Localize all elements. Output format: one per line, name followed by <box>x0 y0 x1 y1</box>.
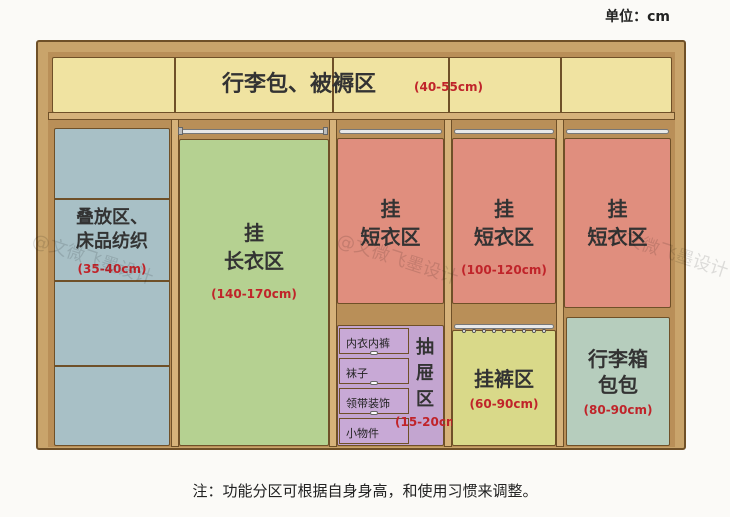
drawer-1[interactable]: 内衣内裤 <box>339 328 409 354</box>
divider-2 <box>329 110 337 447</box>
zone-long-title-1: 挂 <box>244 221 264 245</box>
zone-short2-range: (100-120cm) <box>461 263 547 277</box>
top-shelf-board <box>48 112 675 120</box>
hanging-rod <box>454 129 554 134</box>
zone-drawer-range: (15-20cm) <box>395 415 464 429</box>
zone-drawer-title-2: 屉 <box>416 363 434 384</box>
hanger-icon <box>542 329 546 333</box>
shelf-line <box>54 198 170 200</box>
hanger-icon <box>482 329 486 333</box>
zone-fold-title-2: 床品纺织 <box>76 231 148 252</box>
zone-pants-hanging <box>452 330 556 446</box>
drawer-knob <box>370 351 378 355</box>
divider-4 <box>556 110 564 447</box>
zone-folding <box>54 128 170 446</box>
hanger-icon <box>512 329 516 333</box>
zone-short-hanging-1 <box>337 138 444 304</box>
hanger-icon <box>532 329 536 333</box>
hanging-rod <box>181 129 327 134</box>
zone-luggage-range: (80-90cm) <box>583 403 653 417</box>
zone-short3-title-1: 挂 <box>607 197 628 221</box>
drawer-2[interactable]: 袜子 <box>339 358 409 384</box>
top-zone-split <box>448 58 450 112</box>
zone-luggage-title-1: 行李箱 <box>588 347 648 371</box>
divider-1 <box>171 110 179 447</box>
drawer-label: 内衣内裤 <box>346 337 390 350</box>
hanger-icon <box>522 329 526 333</box>
top-zone-split <box>560 58 562 112</box>
top-zone-split <box>332 58 334 112</box>
zone-luggage-bedding <box>52 57 672 113</box>
zone-short1-title-2: 短衣区 <box>360 225 421 249</box>
zone-short-hanging-2 <box>452 138 556 304</box>
rod-bracket <box>178 127 183 135</box>
zone-short-hanging-3 <box>564 138 671 308</box>
zone-pants-range: (60-90cm) <box>469 397 539 411</box>
drawer-label: 小物件 <box>346 427 379 440</box>
hanger-icon <box>502 329 506 333</box>
top-zone-split <box>174 58 176 112</box>
drawer-knob <box>370 411 378 415</box>
unit-label: 单位：cm <box>605 9 670 25</box>
zone-fold-range: (35-40cm) <box>77 262 147 276</box>
zone-luggage-title-2: 包包 <box>598 373 638 397</box>
zone-long-range: (140-170cm) <box>211 287 297 301</box>
zone-drawer-title-3: 区 <box>416 389 434 410</box>
zone-top-range: (40-55cm) <box>414 80 483 94</box>
hanging-rod <box>454 324 554 329</box>
zone-top-title: 行李包、被褥区 <box>222 72 377 97</box>
hanging-rod <box>339 129 442 134</box>
hanger-icon <box>492 329 496 333</box>
zone-short2-title-2: 短衣区 <box>474 225 534 249</box>
zone-short1-title-1: 挂 <box>380 197 401 221</box>
shelf-line <box>54 280 170 282</box>
drawer-label: 领带装饰 <box>346 397 390 410</box>
zone-short2-title-1: 挂 <box>494 197 514 221</box>
zone-pants-title: 挂裤区 <box>474 367 534 391</box>
drawer-4[interactable]: 小物件 <box>339 418 409 444</box>
zone-luggage-bags <box>566 317 670 446</box>
zone-drawer-title-1: 抽 <box>416 337 434 358</box>
shelf-line <box>54 365 170 367</box>
hanger-icon <box>462 329 466 333</box>
drawer-knob <box>370 381 378 385</box>
drawer-label: 袜子 <box>346 367 368 380</box>
zone-long-hanging <box>179 139 329 446</box>
rod-bracket <box>323 127 328 135</box>
pants-hangers <box>462 329 546 334</box>
zone-short3-title-2: 短衣区 <box>587 225 648 249</box>
footnote: 注：功能分区可根据自身身高，和使用习惯来调整。 <box>192 482 538 500</box>
hanging-rod <box>566 129 669 134</box>
hanger-icon <box>472 329 476 333</box>
zone-fold-title-1: 叠放区、 <box>76 207 148 228</box>
zone-long-title-2: 长衣区 <box>224 249 284 273</box>
